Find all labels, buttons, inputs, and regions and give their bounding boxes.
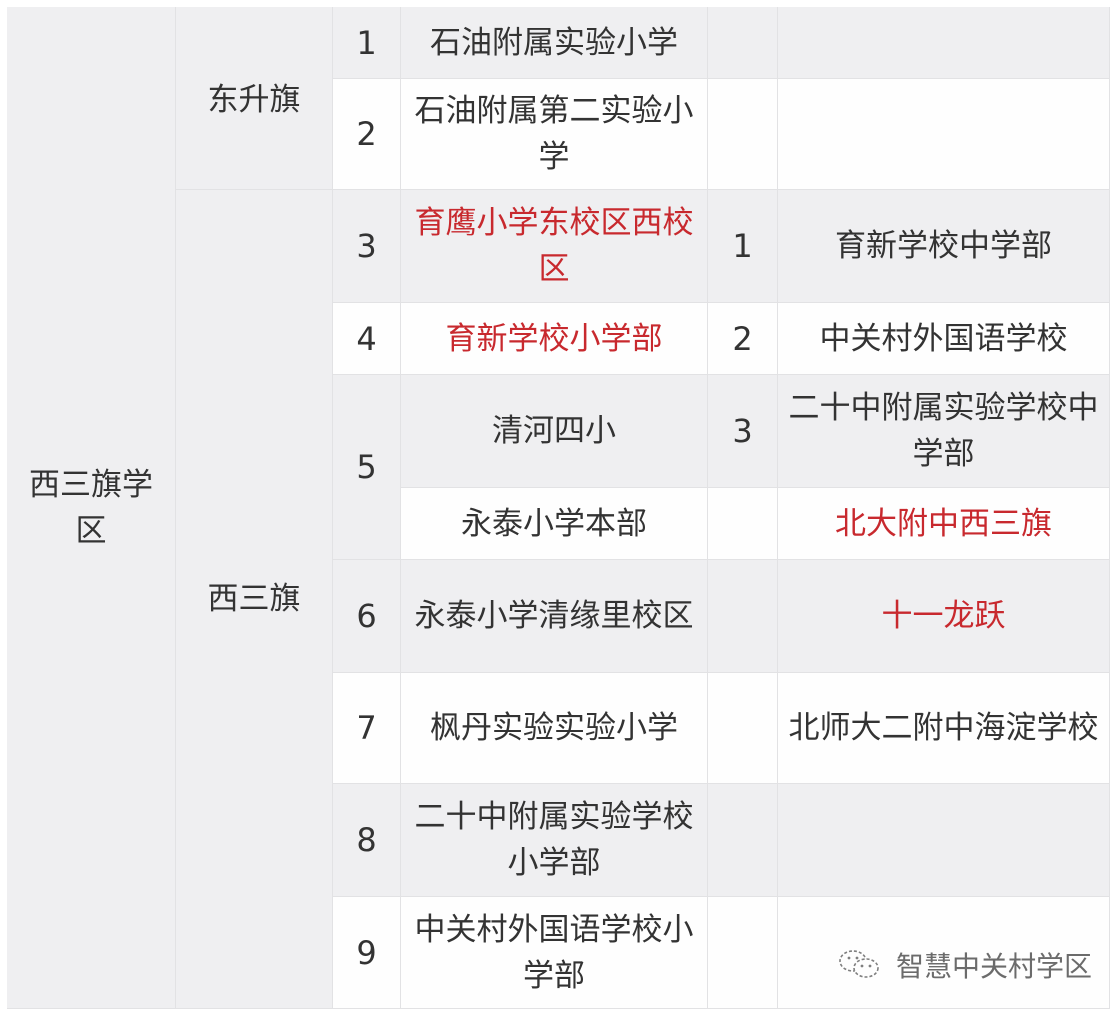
middle-name-cell: 育新学校中学部	[778, 190, 1110, 303]
district-name: 西三旗学区	[29, 466, 153, 549]
middle-no-cell	[708, 488, 778, 560]
middle-no-cell	[708, 673, 778, 784]
middle-name-cell	[778, 897, 1110, 1009]
middle-no-cell: 1	[708, 190, 778, 303]
primary-name-cell: 枫丹实验实验小学	[401, 673, 708, 784]
primary-no-cell: 1	[333, 7, 401, 79]
watermark: 智慧中关村学区	[838, 945, 1092, 985]
middle-name-cell: 中关村外国语学校	[778, 303, 1110, 375]
middle-no-cell: 2	[708, 303, 778, 375]
area-cell-xisanqi: 西三旗	[176, 190, 333, 1009]
primary-name-cell: 石油附属实验小学	[401, 7, 708, 79]
watermark-text: 智慧中关村学区	[896, 950, 1093, 983]
primary-no-cell: 2	[333, 79, 401, 190]
middle-no-cell: 3	[708, 375, 778, 488]
primary-no-cell: 9	[333, 897, 401, 1009]
area-cell-dongshengqi: 东升旗	[176, 7, 333, 190]
primary-name-cell: 二十中附属实验学校小学部	[401, 784, 708, 897]
primary-no-cell: 5	[333, 375, 401, 560]
primary-no-cell: 8	[333, 784, 401, 897]
middle-name-cell-highlighted: 十一龙跃	[778, 560, 1110, 673]
primary-name-cell: 石油附属第二实验小学	[401, 79, 708, 190]
middle-no-cell	[708, 897, 778, 1009]
primary-name-cell: 清河四小	[401, 375, 708, 488]
middle-name-cell	[778, 784, 1110, 897]
middle-name-cell: 北师大二附中海淀学校	[778, 673, 1110, 784]
middle-no-cell	[708, 560, 778, 673]
primary-name-cell: 永泰小学本部	[401, 488, 708, 560]
primary-name-cell-highlighted: 育新学校小学部	[401, 303, 708, 375]
primary-name-cell: 中关村外国语学校小学部	[401, 897, 708, 1009]
middle-name-cell	[778, 79, 1110, 190]
district-cell: 西三旗学区	[7, 7, 176, 1009]
area-name: 东升旗	[207, 82, 301, 118]
primary-no-cell: 3	[333, 190, 401, 303]
primary-no-cell: 7	[333, 673, 401, 784]
primary-name-cell: 永泰小学清缘里校区	[401, 560, 708, 673]
primary-no-cell: 6	[333, 560, 401, 673]
middle-no-cell	[708, 7, 778, 79]
primary-name-cell-highlighted: 育鹰小学东校区西校区	[401, 190, 708, 303]
wechat-icon	[839, 950, 879, 978]
middle-name-cell	[778, 7, 1110, 79]
area-name: 西三旗	[207, 581, 301, 617]
middle-name-cell: 二十中附属实验学校中学部	[778, 375, 1110, 488]
middle-name-cell-highlighted: 北大附中西三旗	[778, 488, 1110, 560]
primary-no-cell: 4	[333, 303, 401, 375]
middle-no-cell	[708, 79, 778, 190]
middle-no-cell	[708, 784, 778, 897]
